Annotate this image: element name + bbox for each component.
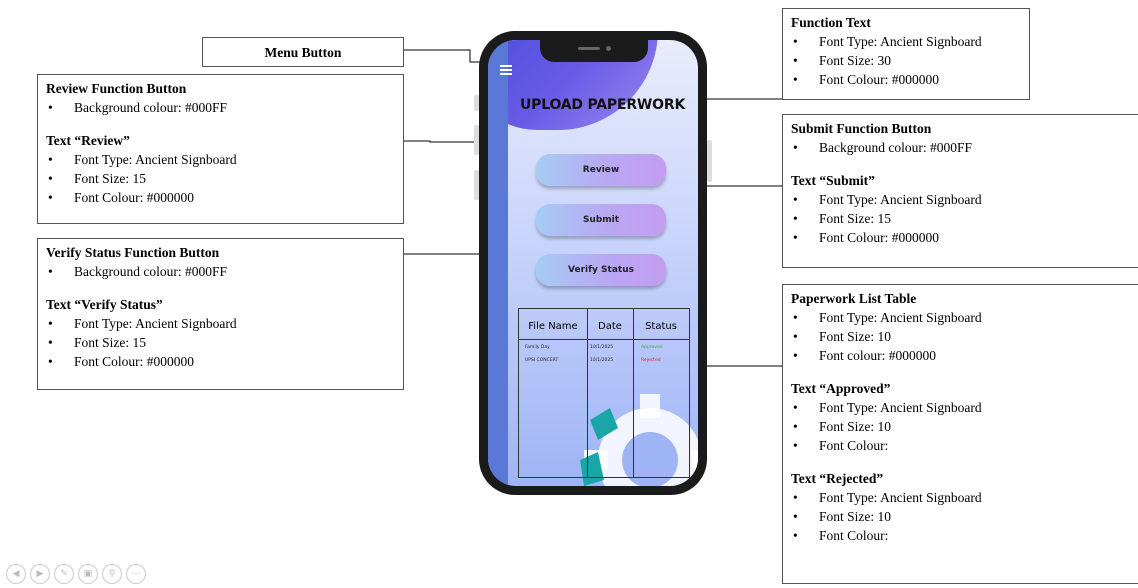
- function-text-callout-title: Function Text: [791, 15, 871, 30]
- rejected-callout-bullet: Font Size: 10: [791, 507, 1130, 526]
- menu-callout-title: Menu Button: [264, 45, 342, 60]
- camera-dot: [606, 46, 611, 51]
- review-callout-subtitle: Text “Review”: [46, 133, 130, 148]
- pen-icon[interactable]: ✎: [54, 564, 74, 584]
- phone-mockup: UPLOAD PAPERWORK Review Submit Verify St…: [479, 31, 707, 495]
- gear-icon: [580, 394, 698, 486]
- table-row-date: 10/1/2025: [590, 345, 614, 350]
- table-divider: [587, 309, 588, 477]
- verify-callout-sub-bullet: Font Colour: #000000: [46, 352, 395, 371]
- rejected-callout-bullet: Font Colour:: [791, 526, 1130, 545]
- zoom-icon[interactable]: ⚲: [102, 564, 122, 584]
- review-button[interactable]: Review: [536, 154, 666, 186]
- phone-side-button: [474, 170, 479, 200]
- table-row-status-approved: Approved: [641, 345, 663, 350]
- function-text-callout-bullet: Font Size: 30: [791, 51, 1021, 70]
- phone-notch: [540, 40, 648, 62]
- review-callout-title: Review Function Button: [46, 81, 187, 96]
- phone-screen: UPLOAD PAPERWORK Review Submit Verify St…: [488, 40, 698, 486]
- copy-icon[interactable]: ▣: [78, 564, 98, 584]
- verify-callout-sub-bullet: Font Size: 15: [46, 333, 395, 352]
- review-callout-bullet: Background colour: #000FF: [46, 98, 395, 117]
- table-row-file-name: UPSI CONCERT: [525, 358, 559, 363]
- phone-side-button: [707, 140, 712, 182]
- submit-callout-bullet: Background colour: #000FF: [791, 138, 1130, 157]
- submit-callout-sub-bullet: Font Colour: #000000: [791, 228, 1130, 247]
- function-text-callout-bullet: Font Colour: #000000: [791, 70, 1021, 89]
- verify-callout-sub-bullet: Font Type: Ancient Signboard: [46, 314, 395, 333]
- side-strip: [488, 40, 508, 486]
- submit-button[interactable]: Submit: [536, 204, 666, 236]
- rejected-callout-title: Text “Rejected”: [791, 471, 884, 486]
- more-icon[interactable]: ⋯: [126, 564, 146, 584]
- bottom-toolbar: ◀ ▶ ✎ ▣ ⚲ ⋯: [6, 564, 146, 584]
- verify-callout-subtitle: Text “Verify Status”: [46, 297, 163, 312]
- approved-callout-title: Text “Approved”: [791, 381, 891, 396]
- table-divider: [633, 309, 634, 477]
- phone-side-button: [474, 95, 479, 111]
- table-header-date: Date: [587, 313, 633, 340]
- table-header-status: Status: [633, 313, 689, 340]
- verify-status-button-callout: Verify Status Function Button Background…: [37, 238, 404, 390]
- back-icon[interactable]: ◀: [6, 564, 26, 584]
- table-row-date: 10/1/2025: [590, 358, 614, 363]
- verify-callout-title: Verify Status Function Button: [46, 245, 220, 260]
- review-callout-sub-bullet: Font Size: 15: [46, 169, 395, 188]
- verify-status-button[interactable]: Verify Status: [536, 254, 666, 286]
- function-text-callout-bullet: Font Type: Ancient Signboard: [791, 32, 1021, 51]
- verify-callout-bullet: Background colour: #000FF: [46, 262, 395, 281]
- table-header-file-name: File Name: [519, 313, 587, 340]
- phone-side-button: [474, 125, 479, 155]
- function-text-callout: Function Text Font Type: Ancient Signboa…: [782, 8, 1030, 100]
- paperwork-table: File Name Date Status Family Day 10/1/20…: [518, 308, 690, 478]
- submit-callout-sub-bullet: Font Size: 15: [791, 209, 1130, 228]
- speaker-grille: [578, 47, 600, 50]
- table-callout-bullet: Font Size: 10: [791, 327, 1130, 346]
- paperwork-table-callout: Paperwork List Table Font Type: Ancient …: [782, 284, 1138, 584]
- table-callout-bullet: Font Type: Ancient Signboard: [791, 308, 1130, 327]
- review-button-callout: Review Function Button Background colour…: [37, 74, 404, 224]
- submit-callout-title: Submit Function Button: [791, 121, 932, 136]
- table-row-status-rejected: Rejected: [641, 358, 661, 363]
- approved-callout-bullet: Font Size: 10: [791, 417, 1130, 436]
- function-title: UPLOAD PAPERWORK: [520, 97, 686, 113]
- approved-callout-bullet: Font Colour:: [791, 436, 1130, 455]
- table-row-file-name: Family Day: [525, 345, 550, 350]
- submit-button-callout: Submit Function Button Background colour…: [782, 114, 1138, 268]
- submit-callout-subtitle: Text “Submit”: [791, 173, 875, 188]
- forward-icon[interactable]: ▶: [30, 564, 50, 584]
- review-callout-sub-bullet: Font Type: Ancient Signboard: [46, 150, 395, 169]
- submit-callout-sub-bullet: Font Type: Ancient Signboard: [791, 190, 1130, 209]
- review-callout-sub-bullet: Font Colour: #000000: [46, 188, 395, 207]
- table-callout-bullet: Font colour: #000000: [791, 346, 1130, 365]
- approved-callout-bullet: Font Type: Ancient Signboard: [791, 398, 1130, 417]
- menu-button-callout: Menu Button: [202, 37, 404, 67]
- table-callout-title: Paperwork List Table: [791, 291, 917, 306]
- menu-icon[interactable]: [500, 65, 512, 75]
- rejected-callout-bullet: Font Type: Ancient Signboard: [791, 488, 1130, 507]
